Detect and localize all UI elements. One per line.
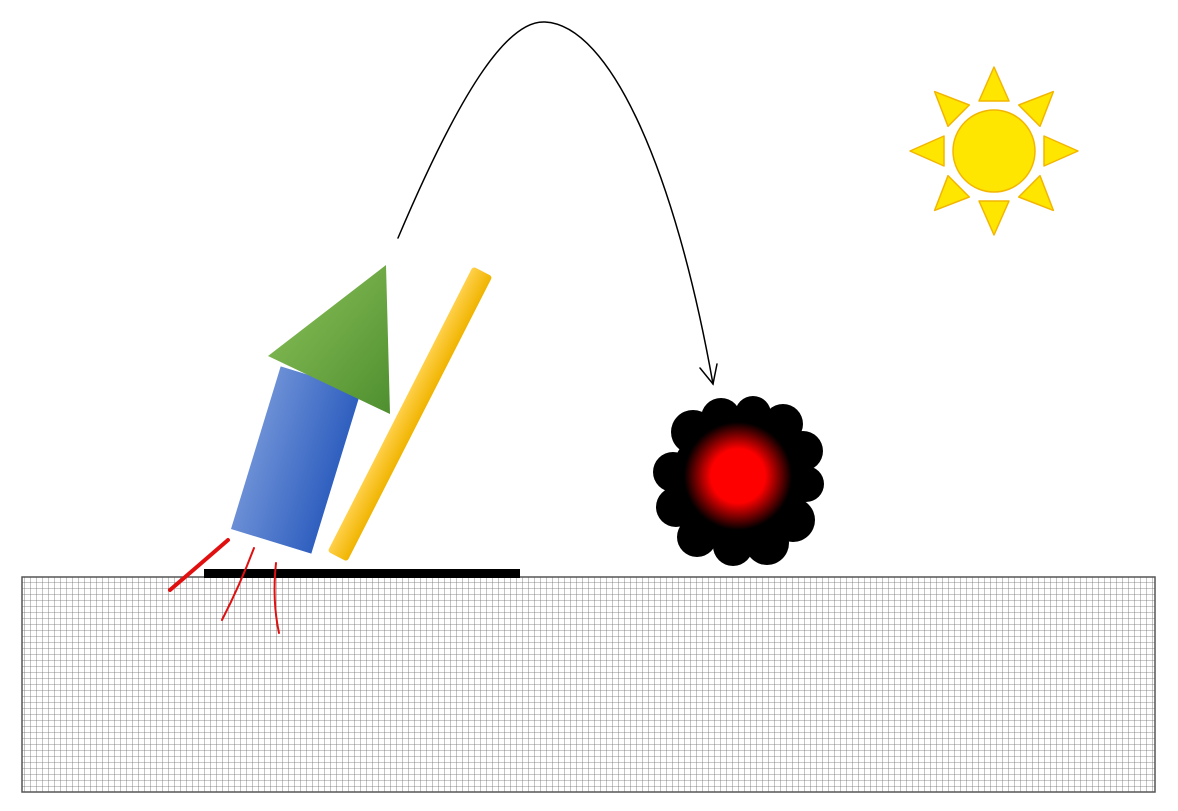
sun-ray	[978, 200, 1010, 236]
sun-ray	[933, 174, 971, 212]
sun-ray	[909, 135, 945, 167]
sun-rays	[909, 66, 1079, 236]
flame-stroke	[221, 547, 255, 621]
sun-ray	[1017, 90, 1055, 128]
launch-base	[204, 569, 520, 578]
flame-stroke	[273, 562, 280, 634]
ground	[21, 576, 1156, 793]
launch-rail	[328, 267, 492, 561]
explosion	[653, 396, 824, 566]
rocket-body	[230, 366, 362, 554]
flame-stroke	[168, 538, 230, 592]
sun-ray	[978, 66, 1010, 102]
arrowhead	[699, 363, 718, 386]
exhaust-flames	[168, 538, 280, 634]
sun-ray	[1017, 174, 1055, 212]
sun-ray	[1043, 135, 1079, 167]
trajectory-arrow	[397, 21, 718, 386]
explosion-fire	[684, 422, 792, 530]
rocket-nose-cone	[268, 265, 390, 414]
sun-disc	[952, 109, 1036, 193]
sun-ray	[933, 90, 971, 128]
sun	[909, 66, 1079, 236]
